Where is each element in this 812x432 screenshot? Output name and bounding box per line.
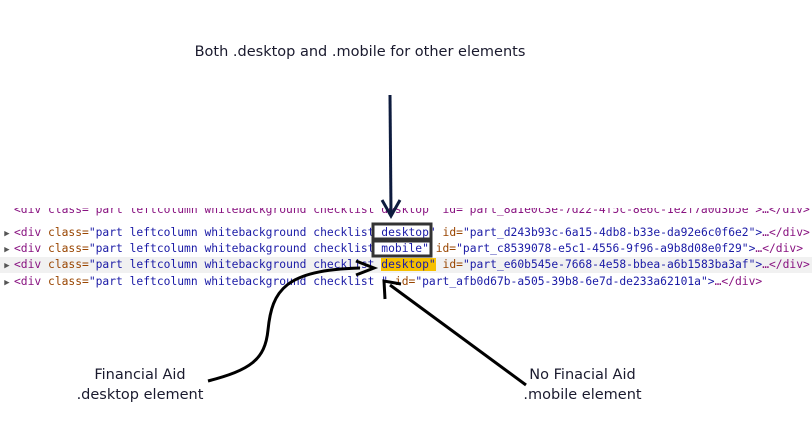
financial-aid-line1: Financial Aid [94,367,186,383]
no-financial-aid-annotation: No Finacial Aid .mobile element [500,365,665,405]
tag-close: …</div> [714,275,763,288]
id-value: "part_e60b545e-7668-4e58-bbea-a6b1583ba3… [462,258,763,271]
attr-class: class= [41,275,89,288]
devtools-row-cutoff: <div class="part leftcolumn whitebackgro… [0,208,812,218]
id-value: "part_c8539078-e5c1-4556-9f96-a9b8d08e0f… [456,242,756,255]
devtools-row-selected[interactable]: ▶ <div class="part leftcolumn whitebackgr… [0,257,812,273]
mobile-highlight-box [371,237,433,258]
tag-open: <div [14,275,42,288]
down-arrow-line [388,94,393,214]
cutoff-row-text: <div class="part leftcolumn whitebackgro… [14,208,810,216]
top-annotation: Both .desktop and .mobile for other elem… [194,44,526,60]
no-financial-aid-line2: .mobile element [523,387,642,403]
devtools-row[interactable]: ▶ <div class="part leftcolumn whitebackgr… [0,241,812,257]
attr-class: class= [41,242,89,255]
devtools-row[interactable]: ▶ <div class="part leftcolumn whitebackgr… [0,274,812,290]
expand-triangle-icon[interactable]: ▶ [4,229,10,239]
tag-open: <div [14,226,42,239]
financial-aid-line2: .desktop element [76,387,204,403]
down-arrow-head [380,199,402,220]
id-value: "part_afb0d67b-a505-39b8-6e7d-de233a6210… [415,275,715,288]
attr-class: class= [41,258,89,271]
class-value: "part leftcolumn whitebackground checkli… [88,242,382,255]
financial-aid-annotation: Financial Aid .desktop element [60,365,220,405]
financial-aid-arrow [207,266,361,383]
expand-triangle-icon[interactable]: ▶ [4,278,10,288]
no-financial-aid-line1: No Finacial Aid [529,367,636,383]
class-value: "part leftcolumn whitebackground checkli… [88,226,382,239]
no-financial-aid-arrow-head [382,279,402,300]
class-desktop-highlighted: desktop" [381,258,436,271]
class-desktop: desktop" [381,226,436,239]
attr-class: class= [41,226,89,239]
class-value: "part leftcolumn whitebackground checkli… [88,275,382,288]
no-financial-aid-arrow [389,283,527,387]
tag-close: …</div> [762,226,810,239]
attr-id: id= [428,242,457,255]
desktop-highlight-box [371,222,433,243]
financial-aid-arrow-head [355,259,379,277]
class-value: "part leftcolumn whitebackground checkli… [88,258,382,271]
attr-id: id= [435,258,463,271]
id-value: "part_d243b93c-6a15-4db8-b33e-da92e6c0f6… [462,226,763,239]
tag-open: <div [14,258,42,271]
tag-close: …</div> [755,242,803,255]
tag-close: …</div> [762,258,810,271]
expand-triangle-icon[interactable]: ▶ [4,245,10,255]
attr-id: id= [435,226,463,239]
devtools-row[interactable]: ▶ <div class="part leftcolumn whitebackgr… [0,225,812,241]
expand-triangle-icon[interactable]: ▶ [4,261,10,271]
class-mobile: mobile" [381,242,429,255]
tag-open: <div [14,242,42,255]
